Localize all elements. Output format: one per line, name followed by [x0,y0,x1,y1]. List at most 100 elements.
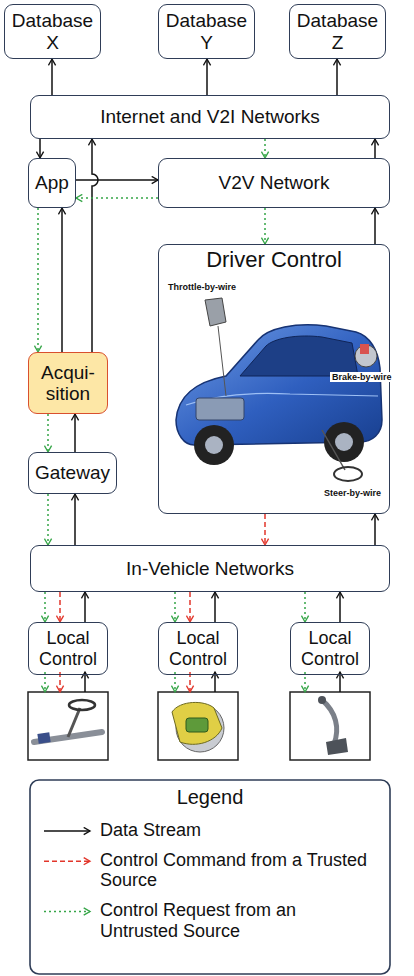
node-text: V2V Network [219,172,330,193]
car-rim [335,433,353,451]
legend-entry: Data Stream [100,820,375,840]
car-wheel [194,425,234,465]
connector [336,59,338,95]
connector [189,592,191,622]
node-text: Database Z [294,10,381,53]
connector [61,208,63,352]
database-box: Database X [4,4,101,59]
pedal-arm [322,700,337,744]
connector [339,592,341,622]
connector [264,514,266,545]
connector [39,139,41,158]
node-text: App [35,172,69,193]
legend-line [44,830,90,832]
connector [47,414,49,452]
legend-sample [44,911,90,912]
app-box: App [28,158,76,208]
gateway-box: Gateway [28,452,117,494]
node-text: Internet and V2I Networks [100,106,320,127]
legend-text: Control Command from a Trusted Source [100,850,375,890]
connector [374,208,376,244]
connector [174,592,176,622]
picture-frame [28,692,108,760]
local-control-box: Local Control [290,622,370,675]
connector [37,208,39,352]
actuator-pictures [28,692,370,760]
throttle-wire [218,326,226,396]
network-box: V2V Network [158,158,390,208]
actuator-wires [45,672,340,692]
connector [206,59,208,95]
pedal-pivot [318,696,326,704]
node-text: Driver Control [206,248,342,273]
caliper-motor [186,718,208,732]
acquisition-box: Acqui- sition [28,352,108,414]
request-wire [174,672,176,692]
brake-caliper [172,702,222,744]
node-text: Local Control [295,628,365,668]
node-text: Gateway [35,462,110,483]
node-text: In-Vehicle Networks [126,558,294,579]
connector [84,592,86,622]
connector [47,494,49,545]
connector [374,139,376,158]
part-label: Throttle-by-wire [166,282,238,292]
command-wire [189,672,191,692]
connector [76,179,158,181]
part-label: Brake-by-wire [330,372,394,382]
command-wire [59,672,61,692]
connector [44,592,46,622]
steering-wheel [69,700,95,710]
connector [304,592,306,622]
data-wire [84,672,86,692]
brake-disc [355,345,377,367]
request-wire [44,672,46,692]
car-wheel [324,422,364,462]
network-band: In-Vehicle Networks [30,545,390,592]
connector [51,59,53,95]
data-wire [214,672,216,692]
local-control-box: Local Control [158,622,238,675]
car-illustration [176,298,382,481]
legend-line [44,860,90,862]
car-engine [196,398,244,420]
legend-text: Data Stream [100,820,375,840]
picture-frame [290,692,370,760]
legend-sample [44,861,90,862]
node-text: Database Y [163,10,250,53]
node-text: Local Control [163,628,233,668]
connector [264,139,266,158]
connector [74,414,76,452]
steering-shaft [68,708,80,737]
legend-title: Legend [30,786,390,809]
database-box: Database Y [158,4,255,59]
legend-sample [44,831,90,832]
connector [74,494,76,545]
request-wire [304,672,306,692]
rack-boot [37,732,50,744]
local-control-box: Local Control [28,622,108,675]
network-band: Internet and V2I Networks [30,95,390,139]
brake-caliper [360,344,369,354]
connector [76,197,158,199]
car-rim [205,436,223,454]
connector [92,139,98,352]
picture-frame [158,692,238,760]
node-text: Acqui- sition [33,362,103,405]
data-wire [339,672,341,692]
node-text: Local Control [33,628,103,668]
legend-frame [30,780,390,974]
car-window [240,336,358,376]
part-label: Steer-by-wire [322,488,383,498]
legend-text: Control Request from an Untrusted Source [100,900,375,940]
legend-entry: Control Command from a Trusted Source [100,850,375,890]
legend-entry: Control Request from an Untrusted Source [100,900,375,940]
connector [59,592,61,622]
steering-wheel [334,467,362,481]
connector [264,208,266,244]
legend-line [44,911,90,913]
database-box: Database Z [289,4,386,59]
connector [214,592,216,622]
steering-column [322,430,345,470]
